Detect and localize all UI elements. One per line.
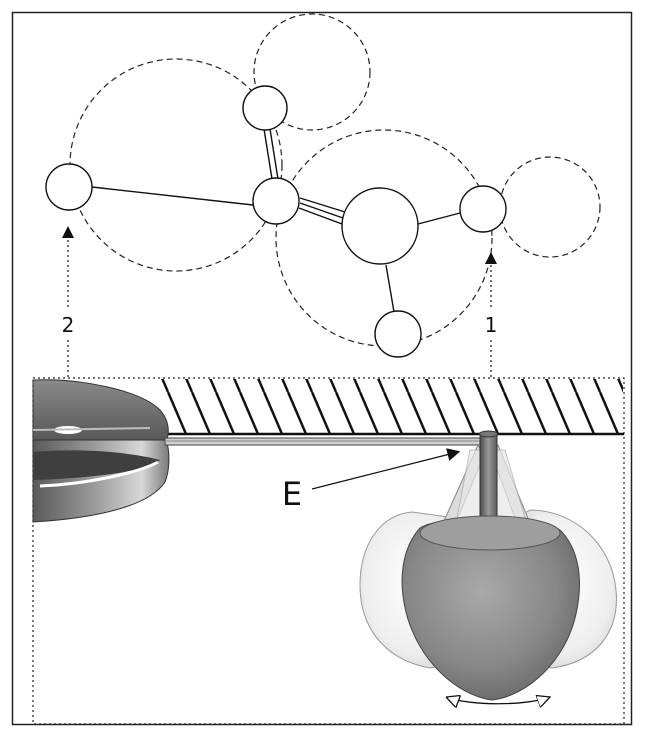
ring-fixture-slot (39, 460, 159, 488)
node-links (91, 128, 461, 313)
stem-cap (479, 430, 498, 438)
ceiling (150, 379, 624, 436)
callout-e: E (282, 448, 461, 513)
link-top-hub (263, 128, 273, 180)
ring-fixture (32, 379, 170, 523)
range-circle-top (253, 13, 371, 131)
node-hub (252, 177, 300, 225)
link-center-right (417, 212, 461, 225)
rotation-arrow (446, 697, 550, 704)
nodes (45, 85, 507, 358)
detail-box (32, 377, 625, 725)
outer-frame (11, 11, 633, 726)
node-center-large (341, 187, 419, 265)
callout-e-arrow (311, 448, 461, 490)
ring-fixture-inner (33, 450, 160, 480)
lamp-assembly (359, 430, 617, 704)
indicator-arrows: 2 1 (56, 226, 504, 377)
node-network (45, 13, 601, 358)
node-top (242, 85, 288, 131)
ceiling-hatch (150, 379, 623, 433)
link-hub-center (299, 197, 346, 213)
link-left-hub (91, 186, 254, 206)
range-circle-right (499, 156, 601, 258)
arrow-1-label: 1 (485, 313, 498, 337)
lamp-stem (479, 433, 498, 527)
callout-e-label: E (282, 475, 302, 513)
bulb-main-top (419, 515, 561, 551)
link-hub-center-3 (298, 207, 343, 225)
node-left (45, 163, 93, 211)
range-circles (69, 13, 601, 347)
node-bottom (374, 310, 422, 358)
range-circle-center (275, 129, 493, 347)
connecting-rod (164, 437, 484, 446)
link-top-hub-2 (269, 128, 279, 180)
arrow-2-label: 2 (62, 313, 75, 337)
link-hub-center-2 (299, 202, 344, 219)
ring-fixture-lip (32, 427, 151, 431)
link-center-bottom (385, 264, 395, 313)
node-right (459, 185, 507, 233)
